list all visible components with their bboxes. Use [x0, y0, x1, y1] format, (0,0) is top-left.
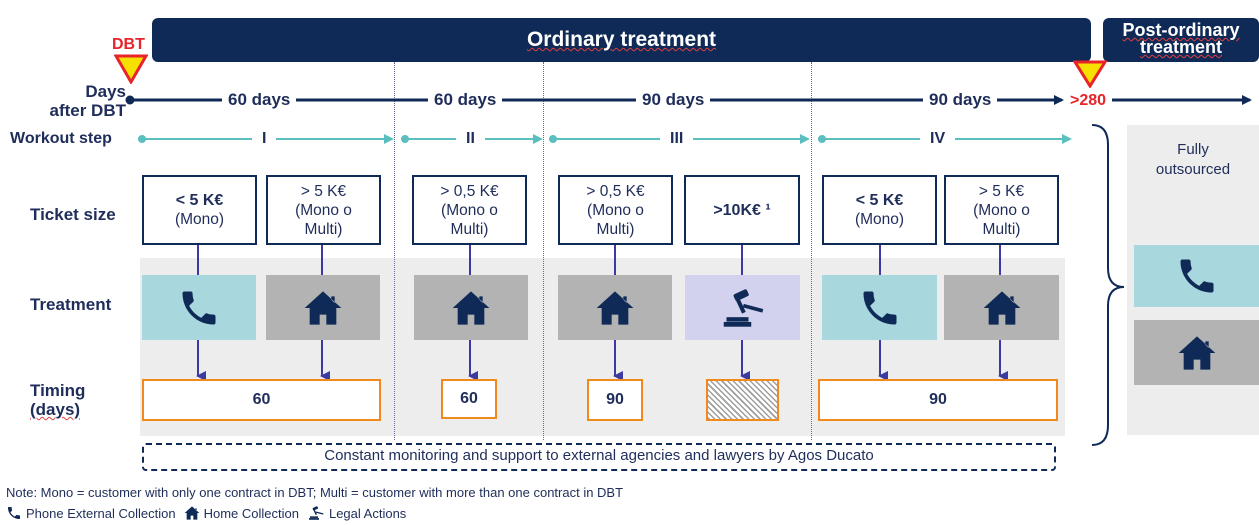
phone-icon [1175, 254, 1219, 298]
ticket-box-1: < 5 K€ (Mono) [142, 175, 257, 245]
treatment-home-2 [414, 275, 528, 340]
separator-2 [543, 62, 544, 440]
timing-box-legal-hatched [706, 379, 779, 421]
treatment-home-1 [266, 275, 380, 340]
days-segment-1: 60 days [222, 90, 297, 110]
monitoring-text: Constant monitoring and support to exter… [324, 447, 874, 464]
home-icon [451, 288, 491, 328]
timing-box-4: 90 [818, 379, 1058, 421]
workout-step-label: Workout step [10, 130, 112, 147]
ticket-1-line1: < 5 K€ [175, 192, 224, 209]
ticket-2-line1: > 5 K€ [300, 182, 347, 200]
separator-1 [394, 62, 395, 440]
ticket-7-line1: > 5 K€ [978, 182, 1025, 200]
ticket-5-line1: >10K€ ¹ [713, 201, 771, 219]
treatment-home-3 [558, 275, 672, 340]
phone-icon [6, 505, 22, 521]
workout-step-1: I [252, 130, 277, 148]
fully-outsourced-line2: outsourced [1155, 161, 1231, 178]
ticket-box-6: < 5 K€ (Mono) [822, 175, 937, 245]
ticket-size-label: Ticket size [30, 205, 116, 224]
workout-step-4: IV [920, 130, 956, 148]
home-icon [595, 288, 635, 328]
days-after-dbt-label: Days after DBT [30, 82, 126, 120]
treatment-phone-2 [822, 275, 937, 340]
days-label-line2: after DBT [49, 101, 126, 120]
workout-step-2: II [456, 130, 485, 148]
ticket-4-line2: (Mono o [587, 201, 644, 219]
timing-box-3: 90 [587, 379, 643, 421]
ticket-3-line2: (Mono o [441, 201, 498, 219]
threshold-warning-triangle-icon [1073, 60, 1107, 88]
treatment-phone-1 [142, 275, 256, 340]
home-icon [982, 288, 1022, 328]
days-label-line1: Days [85, 82, 126, 101]
treatment-label: Treatment [30, 295, 112, 314]
ticket-6-line1: < 5 K€ [855, 192, 904, 209]
legend: Phone External Collection Home Collectio… [6, 505, 406, 521]
timing-box-2: 60 [441, 379, 497, 419]
fully-outsourced-line1: Fully [1177, 141, 1209, 158]
dbt-warning-triangle-icon [114, 54, 148, 84]
timing-label-line1: Timing [30, 381, 86, 400]
footnote: Note: Mono = customer with only one cont… [6, 485, 624, 500]
home-icon [303, 288, 343, 328]
ticket-4-line1: > 0,5 K€ [586, 182, 645, 200]
days-segment-2: 60 days [428, 90, 503, 110]
ticket-2-line2: (Mono o [295, 201, 352, 219]
legend-phone-label: Phone External Collection [26, 505, 176, 521]
phone-icon [858, 286, 902, 330]
days-segment-3: 90 days [636, 90, 711, 110]
ticket-3-line1: > 0,5 K€ [440, 182, 499, 200]
workout-step-3: III [660, 130, 694, 148]
treatment-legal [685, 275, 800, 340]
outsourced-phone [1134, 245, 1259, 307]
separator-3 [811, 62, 812, 440]
ticket-2-line3: Multi) [304, 220, 343, 238]
gavel-icon [721, 286, 765, 330]
home-icon [184, 505, 200, 521]
ticket-7-line2: (Mono o [973, 201, 1030, 219]
fully-outsourced-label: Fully outsourced [1127, 140, 1259, 180]
post-ordinary-title-line1: Post-ordinary [1122, 20, 1240, 40]
phone-icon [177, 286, 221, 330]
legend-legal-label: Legal Actions [328, 505, 407, 521]
legend-home-label: Home Collection [203, 505, 299, 521]
gavel-icon [307, 505, 325, 521]
ordinary-treatment-banner: Ordinary treatment [152, 18, 1091, 62]
monitoring-box: Constant monitoring and support to exter… [142, 443, 1056, 471]
ticket-1-line2: (Mono) [174, 211, 225, 228]
days-segment-4: 90 days [923, 90, 998, 110]
timing-label-line2: (days) [30, 400, 81, 419]
home-icon [1177, 333, 1217, 373]
ticket-4-line3: Multi) [596, 220, 635, 238]
ticket-3-line3: Multi) [450, 220, 489, 238]
timing-box-1: 60 [142, 379, 381, 421]
timing-label: Timing (days) [30, 381, 85, 419]
threshold-label: >280 [1068, 92, 1109, 110]
outsourced-home [1134, 320, 1259, 385]
ordinary-treatment-title: Ordinary treatment [526, 28, 717, 51]
ticket-box-5: >10K€ ¹ [684, 175, 800, 245]
post-ordinary-treatment-banner: Post-ordinary treatment [1103, 18, 1259, 62]
ticket-6-line2: (Mono) [854, 211, 905, 228]
treatment-home-4 [944, 275, 1059, 340]
post-ordinary-title-line2: treatment [1139, 37, 1223, 57]
ticket-7-line3: Multi) [982, 220, 1021, 238]
dbt-label: DBT [112, 36, 145, 53]
